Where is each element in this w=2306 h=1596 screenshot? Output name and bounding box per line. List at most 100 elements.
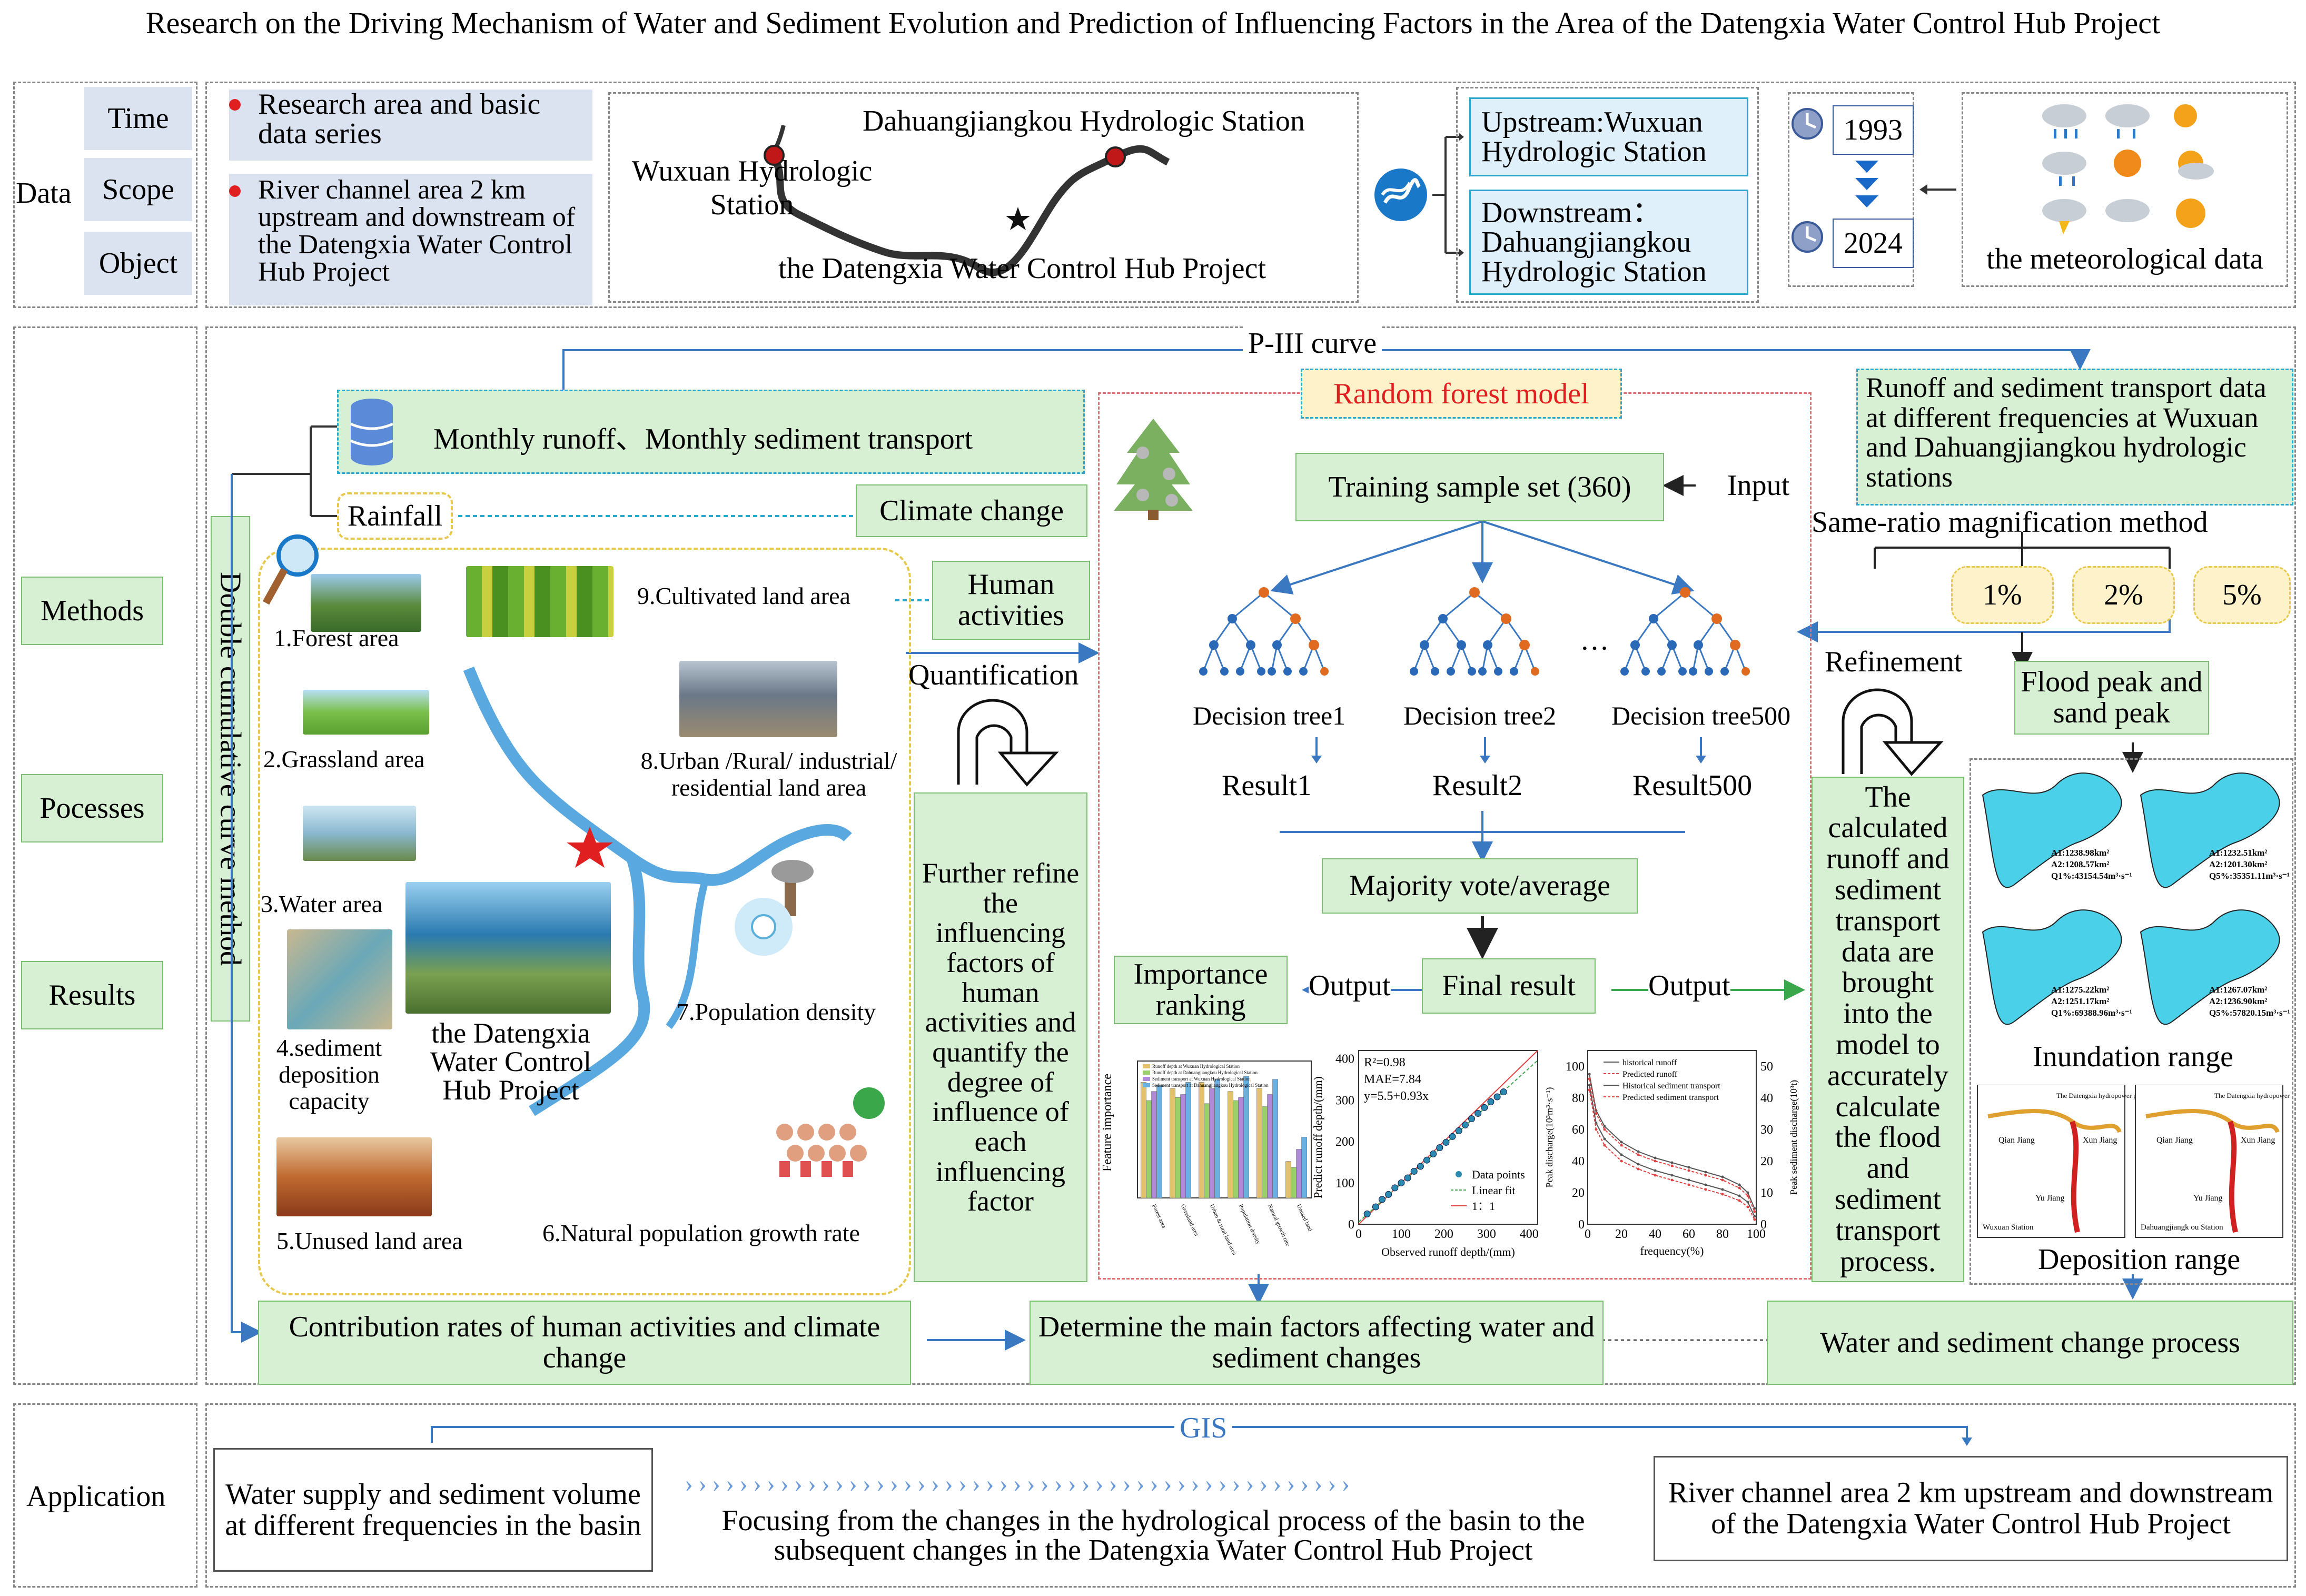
legend-label: Predicted sediment transport	[1622, 1093, 1719, 1102]
series-point	[1704, 1188, 1707, 1191]
rainfall-box: Rainfall	[337, 492, 453, 540]
series-point	[1687, 1166, 1690, 1169]
series-point	[1738, 1199, 1741, 1202]
factor-cultivated: 9.Cultivated land area	[637, 582, 850, 609]
database-icon	[350, 399, 394, 465]
input-label: Input	[1727, 469, 1790, 502]
series-point	[1603, 1128, 1606, 1131]
y-tick-label: 60	[1572, 1123, 1585, 1137]
x-tick-label: 100	[1747, 1227, 1766, 1241]
dahuang-map-label: Dahuangjiangkou Hydrologic Station	[863, 105, 1305, 137]
years-panel	[1788, 92, 1914, 287]
application-panel	[205, 1403, 2296, 1588]
inundation-shape	[2140, 909, 2280, 1025]
inundation-stat: A2:1251.17km²	[2051, 996, 2109, 1006]
focus-text: Focusing from the changes in the hydrolo…	[721, 1504, 1585, 1567]
series-point	[1588, 1088, 1591, 1092]
series-point	[1704, 1174, 1707, 1177]
bar	[1291, 1167, 1296, 1198]
data-point	[1468, 1115, 1476, 1123]
y-axis-label: Feature importance	[1101, 1074, 1114, 1172]
factor-unused: 5.Unused land area	[276, 1227, 463, 1254]
methods-label-panel	[13, 326, 197, 1385]
output-right-label: Output	[1648, 969, 1730, 1003]
tree-icon	[1114, 419, 1193, 520]
object-tag: Object	[84, 232, 192, 295]
series-point	[1753, 1218, 1756, 1221]
bullet-dot	[229, 99, 241, 111]
data-label-panel	[13, 82, 197, 308]
river-segment	[2070, 1121, 2080, 1233]
map-label: The Datengxia hydropower project	[2056, 1092, 2153, 1099]
inundation-stat: Q1%:69388.96m³·s⁻¹	[2051, 1008, 2132, 1018]
map-label: The Datengxia hydropower project	[2214, 1092, 2291, 1099]
map-label: Dahuangjiangk ou Station	[2141, 1223, 2223, 1232]
factor-water: 3.Water area	[261, 890, 383, 917]
datengxia-map-label: the Datengxia Water Control Hub Project	[778, 252, 1266, 285]
inundation-stat: A2:1236.90km²	[2209, 996, 2267, 1006]
factors-panel	[258, 548, 911, 1295]
y-axis-label: Predict runoff depth/(mm)	[1311, 1076, 1324, 1198]
series-point	[1670, 1178, 1674, 1182]
series-point	[1588, 1073, 1591, 1076]
inundation-stat: Q1%:43154.54m³·s⁻¹	[2051, 871, 2132, 881]
factor-population-density: 7.Population density	[677, 998, 876, 1025]
bar	[1233, 1100, 1239, 1198]
y2-axis-label: Peak sediment discharge(10³t)	[1788, 1080, 1799, 1195]
inundation-shape	[1982, 772, 2122, 888]
bar	[1272, 1079, 1278, 1198]
application-label-panel	[13, 1403, 197, 1588]
data-point	[1487, 1098, 1495, 1105]
monthly-box: Monthly runoff、Monthly sediment transpor…	[337, 390, 1085, 474]
legend-label: Sediment transport at Wuxuan Hydrologica…	[1152, 1076, 1251, 1082]
y2-tick-label: 30	[1760, 1123, 1773, 1137]
refinement-label: Refinement	[1825, 646, 1963, 678]
unused-photo	[276, 1137, 432, 1216]
x-tick-label: 60	[1683, 1227, 1695, 1241]
data-point	[1410, 1167, 1418, 1175]
x-tick-label: 400	[1520, 1227, 1539, 1241]
series-point	[1588, 1077, 1591, 1080]
series-point	[1738, 1194, 1741, 1197]
factor-grassland: 2.Grassland area	[263, 746, 425, 772]
series-point	[1721, 1188, 1724, 1191]
inundation-stat: A2:1208.57km²	[2051, 859, 2109, 869]
river-network-map	[463, 666, 852, 1116]
meteo-label: the meteorological data	[1986, 243, 2263, 275]
map-label: Qian Jiang	[1998, 1136, 2035, 1145]
calendar-icon	[1792, 108, 1823, 140]
annotation: y=5.5+0.93x	[1364, 1089, 1429, 1103]
bar	[1156, 1085, 1162, 1198]
y-axis-label: Peak discharge(10³m³·s⁻¹)	[1544, 1087, 1555, 1188]
decision-tree-500: Decision tree500	[1611, 701, 1791, 730]
grassland-photo	[303, 690, 429, 735]
series-point	[1654, 1156, 1657, 1159]
legend-label: Historical sediment transport	[1622, 1082, 1720, 1091]
tree-result-arrows	[1311, 737, 1706, 764]
y-tick-label: 40	[1572, 1155, 1585, 1168]
y2-tick-label: 50	[1760, 1060, 1773, 1074]
y-tick-label: 0	[1348, 1218, 1354, 1232]
inundation-stat: Q5%:57820.15m³·s⁻¹	[2209, 1008, 2290, 1018]
bar	[1267, 1094, 1273, 1198]
series-point	[1721, 1175, 1724, 1178]
x-tick-label: Natural growth rate	[1266, 1203, 1291, 1247]
bullet-river-channel-text: River channel area 2 km upstream and dow…	[258, 175, 576, 287]
app-left-box: Water supply and sediment volume at diff…	[213, 1448, 653, 1572]
legend-marker	[1456, 1171, 1462, 1177]
year-start: 1993	[1833, 105, 1914, 155]
x-tick-label: Forest area	[1151, 1203, 1167, 1229]
process-box: Water and sediment change process	[1767, 1301, 2293, 1385]
flood-peak-box: Flood peak and sand peak	[2014, 661, 2209, 735]
calendar-icon	[1792, 221, 1823, 253]
bracket-arrows	[1432, 133, 1464, 257]
arrow-left	[1919, 184, 1956, 195]
series-point	[1595, 1112, 1598, 1115]
bar	[1209, 1088, 1215, 1198]
map-label: Yu Jiang	[2193, 1194, 2223, 1203]
people-icon	[776, 1087, 885, 1177]
series-point	[1637, 1167, 1640, 1171]
series-point	[1687, 1183, 1690, 1186]
series-point	[1603, 1137, 1606, 1141]
